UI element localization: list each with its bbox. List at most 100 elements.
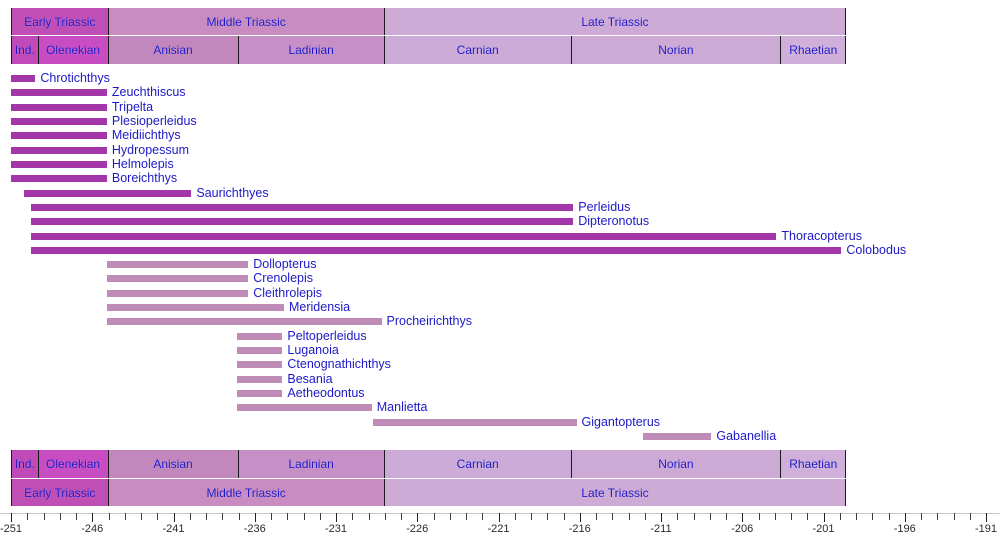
taxon-range-bar[interactable] xyxy=(236,404,372,412)
taxon-label: Perleidus xyxy=(578,199,631,214)
taxon-range-bar[interactable] xyxy=(11,146,107,154)
taxon-range-bar[interactable] xyxy=(30,218,574,226)
axis-tick-label: -206 xyxy=(731,523,754,535)
taxon-label: Gigantopterus xyxy=(581,414,661,429)
epoch-label: Middle Triassic xyxy=(206,485,286,500)
epoch-latetriassic[interactable]: Late Triassic xyxy=(384,8,847,35)
stage-anisian[interactable]: Anisian xyxy=(108,36,239,64)
stage-ladinian[interactable]: Ladinian xyxy=(238,36,385,64)
taxon-label: Zeuchthiscus xyxy=(111,85,186,100)
axis-tick-minor xyxy=(596,513,597,520)
axis-tick-minor xyxy=(368,513,370,520)
axis-tick-minor xyxy=(709,513,711,520)
axis-tick-minor xyxy=(157,513,159,520)
epoch-earlytriassic[interactable]: Early Triassic xyxy=(11,8,109,35)
taxon-label: Dollopterus xyxy=(253,257,317,272)
stage-label: Rhaetian xyxy=(789,457,838,471)
stage-norian[interactable]: Norian xyxy=(571,450,782,478)
stage-label: Ind. xyxy=(14,457,35,471)
taxon-range-bar[interactable] xyxy=(106,318,382,326)
taxon-range-bar[interactable] xyxy=(30,203,574,211)
taxon-range-bar[interactable] xyxy=(106,289,249,297)
stage-label: Ind. xyxy=(14,43,35,57)
taxon-range-bar[interactable] xyxy=(106,261,249,269)
taxon-range-bar[interactable] xyxy=(11,103,107,111)
axis-tick-minor xyxy=(937,513,939,520)
axis-tick-minor xyxy=(628,513,630,520)
epoch-middletriassic[interactable]: Middle Triassic xyxy=(108,479,385,506)
axis-tick-major xyxy=(904,513,906,522)
stage-rhaetian[interactable]: Rhaetian xyxy=(781,450,847,478)
taxon-label: Luganoia xyxy=(287,343,339,358)
taxon-range-bar[interactable] xyxy=(106,304,284,312)
epoch-middletriassic[interactable]: Middle Triassic xyxy=(108,8,385,35)
taxon-label: Colobodus xyxy=(846,242,907,257)
stage-ind[interactable]: Ind. xyxy=(11,36,39,64)
epoch-earlytriassic[interactable]: Early Triassic xyxy=(11,479,109,506)
stage-olenekian[interactable]: Olenekian xyxy=(38,36,109,64)
axis-tick-minor xyxy=(888,513,890,520)
stage-ladinian[interactable]: Ladinian xyxy=(238,450,385,478)
taxon-label: Meridensia xyxy=(289,300,351,315)
taxon-range-bar[interactable] xyxy=(24,189,192,197)
taxon-range-bar[interactable] xyxy=(11,89,107,97)
axis-tick-minor xyxy=(433,513,435,520)
taxon-label: Dipteronotus xyxy=(578,214,650,229)
axis-tick-minor xyxy=(872,513,874,520)
stage-anisian[interactable]: Anisian xyxy=(108,450,239,478)
axis-tick-major xyxy=(986,513,987,522)
stage-label: Ladinian xyxy=(288,43,334,57)
axis-tick-major xyxy=(173,513,175,522)
taxon-range-bar[interactable] xyxy=(11,117,107,125)
taxon-range-bar[interactable] xyxy=(236,361,283,369)
axis-tick-minor xyxy=(726,513,727,520)
taxon-label: Tripelta xyxy=(111,99,154,114)
axis-tick-minor xyxy=(482,513,484,520)
taxon-label: Plesioperleidus xyxy=(111,113,197,128)
taxon-label: Ctenognathichthys xyxy=(287,357,391,372)
taxon-range-bar[interactable] xyxy=(106,275,249,283)
taxon-range-bar[interactable] xyxy=(11,160,107,168)
axis-tick-minor xyxy=(612,513,614,520)
stage-norian[interactable]: Norian xyxy=(571,36,782,64)
axis-tick-label: -251 xyxy=(0,523,23,535)
axis-tick-minor xyxy=(43,513,45,520)
taxon-range-bar[interactable] xyxy=(643,433,712,440)
taxon-range-bar[interactable] xyxy=(30,246,842,254)
axis-line xyxy=(0,513,1000,514)
stage-label: Carnian xyxy=(456,457,499,471)
taxon-label: Boreichthys xyxy=(111,171,178,186)
axis-tick-minor xyxy=(839,513,841,520)
axis-tick-minor xyxy=(856,513,857,520)
taxon-range-bar[interactable] xyxy=(11,75,36,82)
axis-tick-minor xyxy=(644,513,646,520)
taxon-range-bar[interactable] xyxy=(373,418,577,426)
axis-tick-label: -226 xyxy=(406,523,429,535)
taxon-label: Hydropessum xyxy=(111,142,189,157)
stage-carnian[interactable]: Carnian xyxy=(384,36,572,64)
stage-ind[interactable]: Ind. xyxy=(11,450,39,478)
stage-carnian[interactable]: Carnian xyxy=(384,450,572,478)
stage-label: Anisian xyxy=(153,43,193,57)
axis-tick-minor xyxy=(693,513,695,520)
epoch-label: Late Triassic xyxy=(581,485,649,500)
taxon-range-bar[interactable] xyxy=(11,175,107,183)
axis-tick-minor xyxy=(287,513,289,520)
stage-olenekian[interactable]: Olenekian xyxy=(38,450,109,478)
taxon-range-bar[interactable] xyxy=(236,332,283,340)
taxon-range-bar[interactable] xyxy=(30,232,777,240)
axis-tick-major xyxy=(579,513,581,522)
taxon-range-bar[interactable] xyxy=(11,132,107,140)
axis-tick-minor xyxy=(124,513,126,520)
epoch-latetriassic[interactable]: Late Triassic xyxy=(384,479,847,506)
taxon-range-bar[interactable] xyxy=(236,347,283,355)
taxon-range-bar[interactable] xyxy=(236,390,283,398)
axis-tick-major xyxy=(661,513,662,522)
stage-label: Anisian xyxy=(153,457,193,471)
taxon-range-bar[interactable] xyxy=(236,375,283,383)
taxon-label: Cleithrolepis xyxy=(253,285,323,300)
stage-rhaetian[interactable]: Rhaetian xyxy=(781,36,847,64)
axis-tick-minor xyxy=(27,513,29,520)
epoch-label: Late Triassic xyxy=(581,14,649,29)
